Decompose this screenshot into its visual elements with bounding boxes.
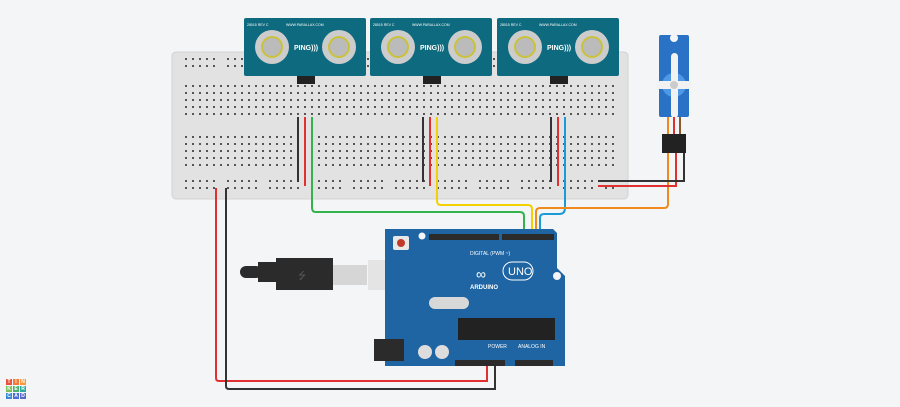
arduino-brand: ARDUINO: [470, 285, 498, 291]
analog-label: ANALOG IN: [518, 344, 546, 350]
sensor-name: PING))): [294, 45, 318, 52]
arduino-uno[interactable]: DIGITAL (PWM ~) ARDUINO ∞ UNO POWER ANAL…: [374, 229, 565, 366]
wire-sensor3-signal: [539, 117, 566, 238]
sensor-url: WWW.PARALLAX.COM: [286, 23, 324, 27]
ping-sensor[interactable]: PING))) WWW.PARALLAX.COM 28015 REV C: [244, 18, 366, 84]
wire-sensor1-signal: [311, 117, 525, 238]
logo-letter: C: [6, 393, 12, 399]
sensor-model: 28015 REV C: [373, 23, 395, 27]
logo-letter: N: [20, 379, 26, 385]
servo-connector[interactable]: [662, 134, 686, 153]
logo-letter: T: [6, 379, 12, 385]
digital-label: DIGITAL (PWM ~): [470, 251, 510, 257]
atmega-chip: [458, 318, 555, 340]
usb-icon: ⭍: [298, 270, 306, 282]
logo-letter: R: [20, 386, 26, 392]
logo-letter: E: [13, 386, 19, 392]
sensor-name: PING))): [547, 45, 571, 52]
usb-cable[interactable]: ⭍: [240, 258, 400, 290]
wire-sensor2-signal: [436, 117, 533, 238]
wire-servo-ground: [598, 152, 685, 182]
sensor-model: 28015 REV C: [247, 23, 269, 27]
wire-servo-power: [598, 152, 677, 187]
power-label: POWER: [488, 344, 507, 350]
sensor-url: WWW.PARALLAX.COM: [412, 23, 450, 27]
ping-sensor[interactable]: PING))) WWW.PARALLAX.COM 28015 REV C: [370, 18, 492, 84]
sensor-model: 28015 REV C: [500, 23, 522, 27]
logo-letter: A: [13, 393, 19, 399]
sensor-name: PING))): [420, 45, 444, 52]
arduino-model: UNO: [508, 266, 533, 278]
wire-servo-signal: [535, 152, 669, 238]
sensor-url: WWW.PARALLAX.COM: [539, 23, 577, 27]
logo-letter: K: [6, 386, 12, 392]
logo-letter: D: [20, 393, 26, 399]
power-jack[interactable]: [374, 339, 404, 361]
wire-5v: [215, 188, 488, 382]
wire-gnd: [225, 188, 496, 390]
servo-motor[interactable]: [656, 34, 692, 153]
arduino-logo-icon: ∞: [476, 266, 486, 282]
wires: [215, 117, 685, 390]
ping-sensor[interactable]: PING))) WWW.PARALLAX.COM 28015 REV C: [497, 18, 619, 84]
breadboard[interactable]: [171, 51, 629, 200]
logo-letter: I: [13, 379, 19, 385]
